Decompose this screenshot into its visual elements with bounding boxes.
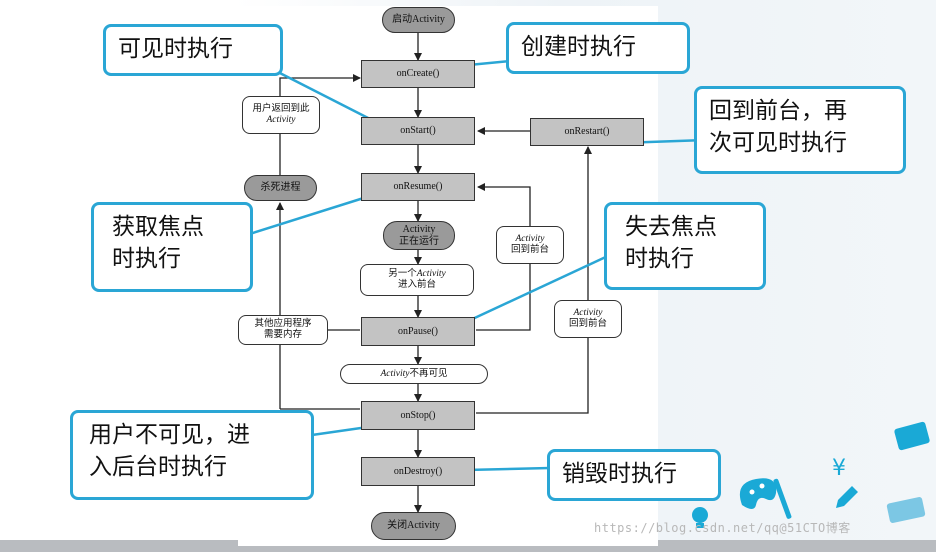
- memory-line2: 需要内存: [263, 330, 302, 340]
- paint-palette-icon: [739, 478, 777, 509]
- back-front-condition-2: Activity 回到前台: [554, 300, 622, 338]
- back-front-1-line1: Activity: [515, 234, 545, 245]
- user-back-line2: Activity: [266, 115, 296, 125]
- onrestart-node: onRestart(): [530, 118, 644, 146]
- activity-running-node: Activity 正在运行: [383, 221, 455, 250]
- callout-focus: 获取焦点 时执行: [91, 202, 253, 292]
- pen-icon: [836, 486, 858, 508]
- start-activity-node: 启动Activity: [382, 7, 455, 33]
- onstart-node: onStart(): [361, 117, 475, 145]
- callout-lose-focus: 失去焦点 时执行: [604, 202, 766, 290]
- back-front-2-line2: 回到前台: [568, 319, 607, 329]
- palette-dot-2: [759, 483, 765, 489]
- other-front-activity: Activity: [416, 269, 446, 280]
- laptop-icon: [894, 421, 930, 451]
- palette-dot-1: [749, 489, 755, 495]
- invisible-label: 不再可见: [409, 368, 448, 379]
- shutdown-activity-node: 关闭Activity: [371, 512, 456, 540]
- back-front-1-line2: 回到前台: [510, 245, 549, 255]
- callout-create: 创建时执行: [506, 22, 690, 74]
- no-longer-visible-condition: Activity不再可见: [340, 364, 488, 384]
- pointer-lose-focus: [465, 253, 611, 324]
- ondestroy-node: onDestroy(): [361, 457, 475, 486]
- running-line1: Activity: [402, 224, 436, 235]
- pointer-focus: [239, 194, 371, 239]
- other-front-condition: 另一个Activity 进入前台: [360, 264, 474, 296]
- bottom-bar: [0, 540, 936, 552]
- light-bulb-icon: [692, 507, 708, 523]
- user-back-line1: 用户返回到此: [252, 104, 310, 115]
- onstop-node: onStop(): [361, 401, 475, 430]
- onpause-node: onPause(): [361, 317, 475, 346]
- arrow-stop-restart: [476, 146, 592, 414]
- arrow-kill-create: [279, 74, 361, 175]
- pointer-destroy: [465, 466, 551, 472]
- other-front-line1: 另一个Activity: [388, 269, 446, 280]
- running-line2: 正在运行: [399, 235, 439, 247]
- oncreate-node: onCreate(): [361, 60, 475, 88]
- money-icon: [886, 497, 926, 523]
- memory-line1: 其他应用程序: [254, 319, 312, 330]
- light-bulb-base: [696, 523, 704, 528]
- other-front-text: 另一个: [388, 269, 417, 280]
- back-front-2-line1: Activity: [573, 308, 603, 319]
- callout-background: 用户不可见，进 入后台时执行: [70, 410, 314, 500]
- callout-visible: 可见时执行: [103, 24, 283, 76]
- callout-destroy: 销毁时执行: [547, 449, 721, 501]
- kill-process-node: 杀死进程: [244, 175, 317, 201]
- memory-needed-condition: 其他应用程序 需要内存: [238, 315, 328, 345]
- pointer-visible: [269, 66, 373, 122]
- brush-icon: [773, 478, 792, 519]
- callout-restart: 回到前台，再 次可见时执行: [694, 86, 906, 174]
- yen-icon: ¥: [832, 456, 846, 481]
- invisible-text: Activity不再可见: [380, 369, 447, 380]
- onresume-node: onResume(): [361, 173, 475, 201]
- other-front-line2: 进入前台: [397, 280, 436, 290]
- watermark-text: https://blog.csdn.net/qq@51CTO博客: [594, 521, 851, 535]
- invisible-activity: Activity: [380, 368, 410, 379]
- back-front-condition-1: Activity 回到前台: [496, 226, 564, 264]
- user-back-condition: 用户返回到此 Activity: [242, 96, 320, 134]
